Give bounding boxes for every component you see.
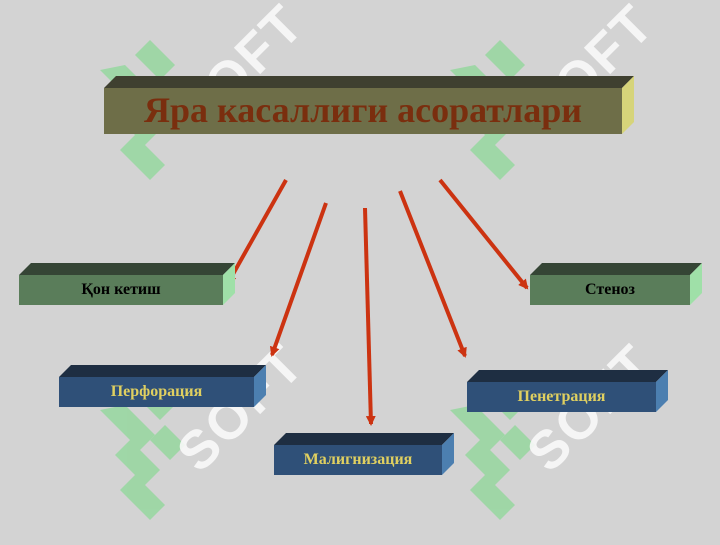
box-shape bbox=[530, 263, 702, 305]
arrow-to-stenosis bbox=[438, 178, 529, 290]
box-shape bbox=[467, 370, 668, 412]
title-box-shape bbox=[104, 76, 634, 134]
stenosis-label: Стеноз bbox=[585, 281, 635, 298]
arrow-to-malignization bbox=[363, 207, 376, 426]
box-shape bbox=[59, 365, 266, 407]
box-perforation: Перфорация bbox=[59, 364, 266, 407]
bleeding-label: Қон кетиш bbox=[81, 281, 161, 298]
box-shape bbox=[19, 263, 235, 305]
perforation-label: Перфорация bbox=[110, 383, 203, 400]
title-box: Яра касаллиги асоратлари bbox=[104, 75, 634, 135]
box-shape bbox=[274, 433, 454, 475]
arrow-to-bleeding bbox=[226, 179, 288, 285]
box-penetration: Пенетрация bbox=[467, 369, 668, 412]
page-title: Яра касаллиги асоратлари bbox=[144, 90, 582, 130]
penetration-label: Пенетрация bbox=[517, 388, 606, 405]
box-stenosis: Стеноз bbox=[530, 262, 702, 305]
box-bleeding: Қон кетиш bbox=[19, 262, 235, 305]
arrow-to-penetration bbox=[398, 190, 467, 358]
box-malignization: Малигнизация bbox=[274, 432, 454, 475]
malignization-label: Малигнизация bbox=[303, 451, 413, 468]
arrow-to-perforation bbox=[269, 202, 328, 357]
